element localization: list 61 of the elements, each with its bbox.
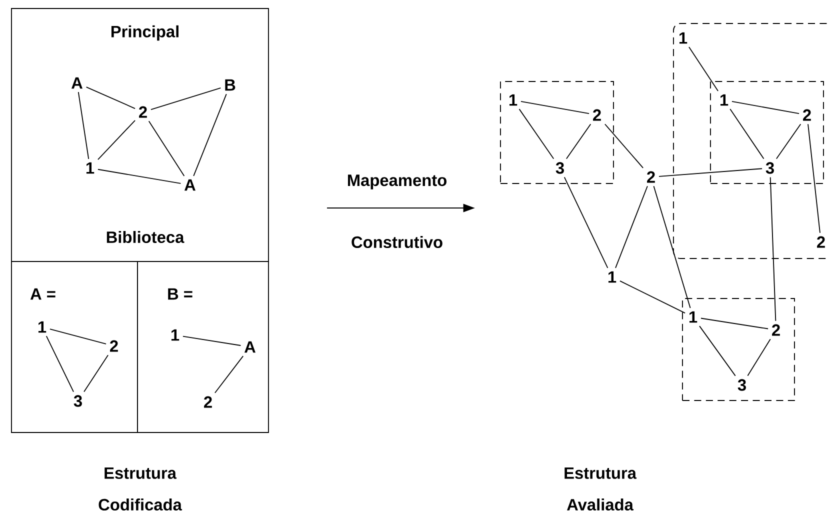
connector-line xyxy=(699,326,736,376)
connector-line xyxy=(730,108,764,160)
vertex-label: 1 xyxy=(86,162,94,174)
vertex-label: 2 xyxy=(204,396,212,408)
connector-line xyxy=(770,176,776,322)
vertex-label: 2 xyxy=(110,340,118,352)
connector-line xyxy=(700,318,769,330)
connector-line xyxy=(566,124,592,160)
connector-line xyxy=(653,186,691,308)
dashed-box xyxy=(500,81,614,184)
connector-line xyxy=(615,186,648,268)
connector-line xyxy=(46,336,74,392)
vertex-label: 1 xyxy=(509,94,518,106)
vertex-label: 2 xyxy=(593,109,601,121)
connector-line xyxy=(214,356,244,394)
dashed-box xyxy=(682,298,795,401)
structure-caption: Estrutura Avaliada xyxy=(564,467,637,511)
connector-line xyxy=(808,124,820,234)
vertex-label: 2 xyxy=(803,109,811,121)
connector-line xyxy=(604,124,644,168)
vertex-label: 3 xyxy=(766,162,774,174)
vertex-label: 2 xyxy=(139,106,147,118)
vertex-label: 3 xyxy=(738,379,746,391)
connector-line xyxy=(564,176,608,268)
process-label: Construtivo xyxy=(352,236,442,248)
vertex-label: 2 xyxy=(817,236,825,248)
connector-line xyxy=(50,328,107,344)
connector-line xyxy=(148,120,185,176)
structure-caption: Estrutura Codificada xyxy=(98,467,182,511)
vertex-label: A xyxy=(244,341,256,353)
vertex-label: A xyxy=(184,179,196,191)
connector-line xyxy=(620,280,686,314)
connector-line xyxy=(658,168,763,177)
connector-line xyxy=(98,168,182,184)
connector-line xyxy=(84,354,108,392)
connector-line xyxy=(193,94,227,176)
connector-line xyxy=(86,86,136,109)
connector-line xyxy=(776,124,802,160)
connector-line xyxy=(182,336,242,346)
vertex-label: B xyxy=(225,79,236,91)
dashed-box xyxy=(710,81,824,184)
connector-line xyxy=(150,87,222,110)
vertex-label: A xyxy=(71,77,82,89)
vertex-label: 3 xyxy=(74,395,82,407)
process-label: Mapeamento xyxy=(348,174,446,190)
vertex-label: 3 xyxy=(556,162,564,174)
vertex-label: 1 xyxy=(608,271,616,283)
connector-line xyxy=(732,100,800,114)
connector-line xyxy=(98,120,136,160)
vertex-label: 1 xyxy=(38,321,46,333)
connector-line xyxy=(520,100,590,114)
vertex-label: 2 xyxy=(772,324,780,336)
vertex-label: 1 xyxy=(679,32,688,44)
connector-line xyxy=(688,46,718,92)
connector-line xyxy=(518,108,554,160)
vertex-label: 1 xyxy=(171,329,180,341)
connector-line xyxy=(747,338,771,376)
vertex-label: 1 xyxy=(720,94,728,106)
vertex-label: 2 xyxy=(647,171,655,183)
vertex-label: 1 xyxy=(689,311,698,323)
connector-line xyxy=(78,92,90,160)
